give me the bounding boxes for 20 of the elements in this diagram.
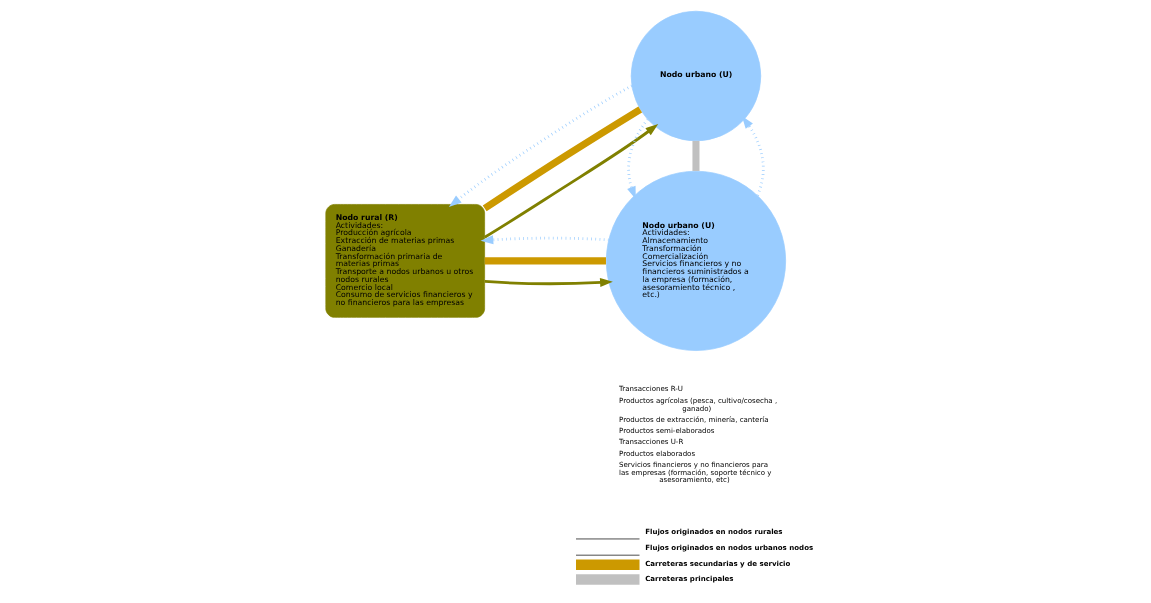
legend-label: Flujos originados en nodos urbanos nodos [644,543,813,553]
label: Transacciones U-R [618,437,683,447]
legend-label: Carreteras principales [644,573,734,583]
label: Transacciones R-U [618,384,683,394]
connector [691,140,699,171]
label: Productos agrícolas (pesca, cultivo/cosecha , ganado) [618,395,777,413]
arrow [483,123,658,239]
arrow [480,235,609,245]
arrow [484,277,613,287]
label: Productos elaborados [618,448,695,458]
label: Productos de extracción, minería, cantería [618,414,769,424]
connector [482,106,642,212]
arrow [448,84,632,207]
connector [484,257,606,265]
label: Servicios financieros y no financieros para las empresas (formación, soporte técnico y asesoramiento, etc) [618,459,771,485]
label: Productos semi-elaborados [618,426,714,436]
legend-label: Carreteras secundarias y de servicio [644,558,790,568]
legend-label: Flujos originados en nodos rurales [644,527,783,537]
arrow [626,118,649,200]
arrow [741,115,765,196]
